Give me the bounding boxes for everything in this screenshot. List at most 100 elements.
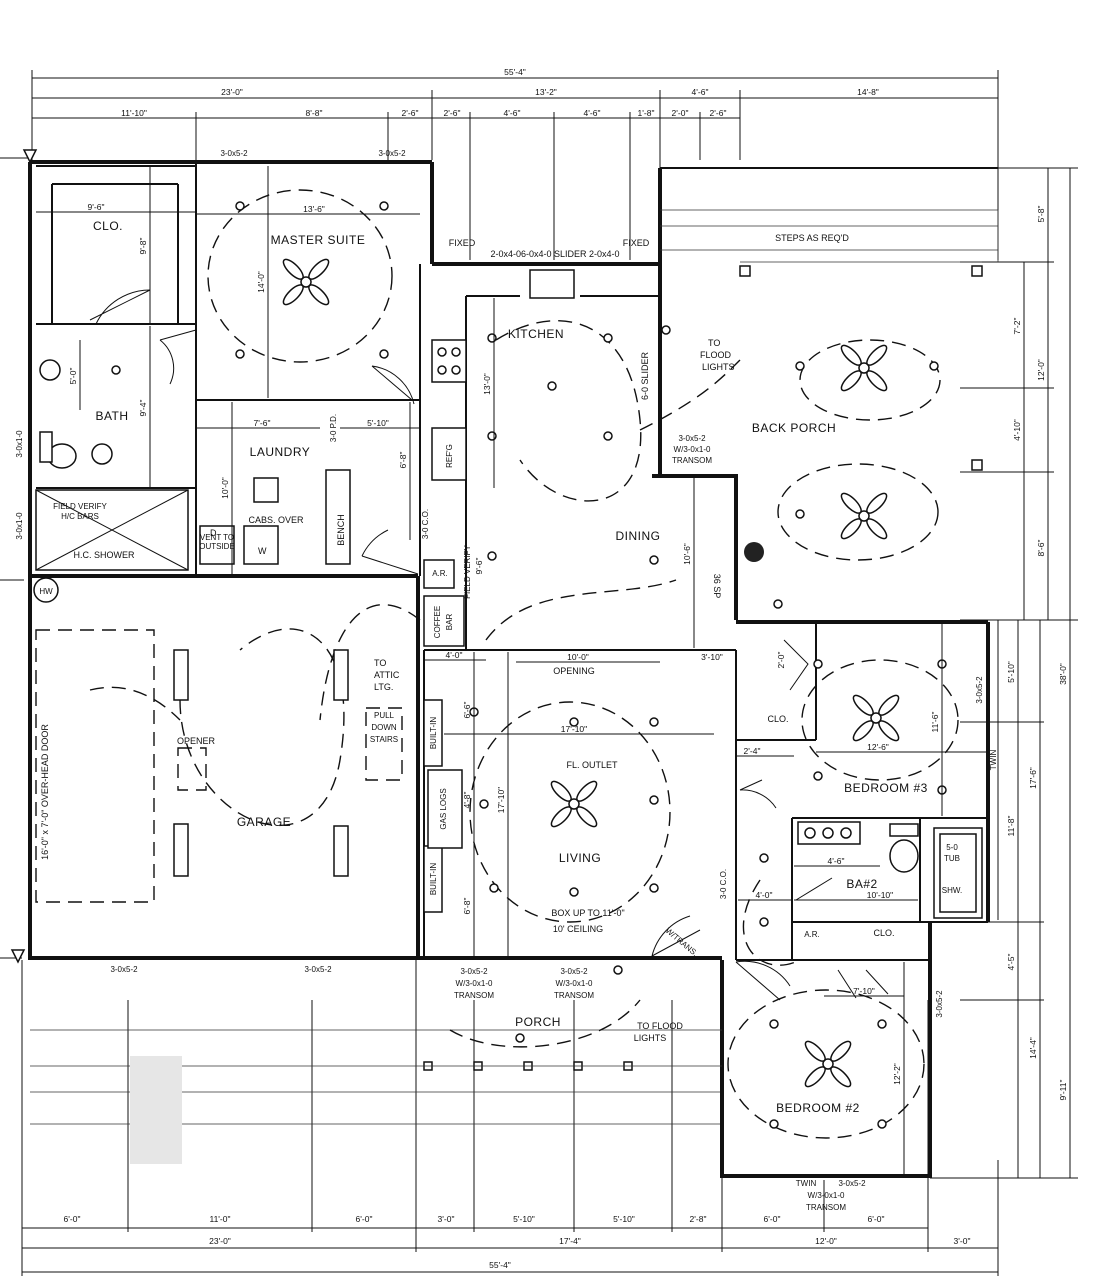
label-win-garage-2: 3-0x5-2: [304, 965, 332, 974]
garage-light-fixtures: [173, 649, 349, 877]
right-dimensions: 5'-8" 7'-2" 12'-0" 4'-10" 8'-6" 38'-0" 5…: [660, 167, 1078, 1179]
dim-bath2-w: 4'-6": [828, 856, 845, 866]
inner-dimensions: 13'-6" 14'-0" 9'-6" 9'-8" 9'-4" 5'-0" 7'…: [36, 166, 988, 1174]
room-closet-bed2: CLO.: [873, 928, 894, 938]
sink-icon: [39, 359, 61, 381]
room-closet: CLO.: [93, 219, 123, 233]
dim-top-11-10: 11'-10": [121, 108, 147, 118]
dim-bot-23: 23'-0": [209, 1236, 231, 1246]
label-win-bed3: 3-0x5-2: [975, 676, 984, 704]
label-washer: W: [258, 546, 267, 556]
dim-kitchen-h: 13'-0": [482, 373, 492, 395]
label-win-garage-1: 3-0x5-2: [110, 965, 138, 974]
dim-top-4-6: 4'-6": [692, 87, 709, 97]
room-labels: MASTER SUITE CLO. BATH LAUNDRY KITCHEN D…: [73, 219, 927, 1115]
dim-right-9-11: 9'-11": [1058, 1079, 1068, 1100]
top-dimensions: 55'-4" 23'-0" 13'-2" 4'-6" 14'-8" 11'-10…: [31, 67, 999, 300]
dim-laundry-h: 10'-0": [220, 477, 230, 499]
room-closet-bed3: CLO.: [767, 714, 788, 724]
label-opener: OPENER: [177, 736, 216, 746]
dim-right-11-8: 11'-8": [1006, 815, 1016, 836]
fan-icon: [852, 694, 900, 742]
label-field-verify-v: FIELD VERIFY: [463, 544, 472, 598]
dim-bot-12-0: 12'-0": [815, 1236, 837, 1246]
label-to-flood-1: TO: [708, 338, 720, 348]
washer-icon: [243, 525, 279, 565]
label-box-up: BOX UP TO 11'-0": [551, 908, 624, 918]
label-to-flood-bottom-2: LIGHTS: [634, 1033, 667, 1043]
dim-top-2-6c: 2'-6": [710, 108, 727, 118]
room-bath-2: BA#2: [846, 877, 877, 891]
fan-icon: [550, 780, 598, 828]
porch-posts: [739, 265, 983, 471]
sink-icon: [91, 443, 113, 465]
dim-top-1-8: 1'-8": [638, 108, 655, 118]
dim-hall-h: 6'-8": [398, 452, 408, 469]
label-vent-1: VENT TO: [200, 533, 234, 542]
dim-bot-6-0c: 6'-0": [764, 1214, 781, 1224]
dim-bed3-h: 11'-6": [930, 711, 940, 732]
dim-master-w: 13'-6": [303, 204, 325, 214]
dim-right-4-10: 4'-10": [1012, 419, 1022, 441]
dim-bath-h: 9'-4": [138, 400, 148, 417]
dim-living-6-6: 6'-6": [462, 702, 472, 719]
label-porch-win-2a: 3-0x5-2: [560, 967, 588, 976]
label-w-trans: W/TRANS.: [664, 926, 700, 958]
dim-bot-5-10b: 5'-10": [613, 1214, 635, 1224]
room-bedroom-3: BEDROOM #3: [844, 781, 928, 795]
label-kitchen-window: 2-0x4-06-0x4-0 SLIDER 2-0x4-0: [490, 249, 619, 259]
dim-top-8-8: 8'-8": [306, 108, 323, 118]
dim-bed3-w: 12'-6": [867, 742, 889, 752]
dim-clo-b3: 2'-0": [776, 652, 786, 669]
label-bench: BENCH: [336, 514, 346, 546]
dim-top-4-6c: 4'-6": [584, 108, 601, 118]
label-back-transom-3: TRANSOM: [672, 456, 712, 465]
label-vent-2: OUTSIDE: [199, 542, 235, 551]
dim-right-5-8: 5'-8": [1036, 206, 1046, 223]
dim-opening-3: 3'-10": [701, 652, 723, 662]
toilet-icon: [889, 839, 919, 873]
dim-top-2-6b: 2'-6": [444, 108, 461, 118]
dim-top-4-6b: 4'-6": [504, 108, 521, 118]
ac-return-icon: [423, 559, 455, 589]
dim-right-8-6: 8'-6": [1036, 540, 1046, 557]
room-garage: GARAGE: [237, 815, 291, 829]
label-pull-2: DOWN: [371, 723, 397, 732]
label-co-laundry: 3-0 C.O.: [421, 509, 430, 539]
annotations: STEPS AS REQ'D FIXED 2-0x4-06-0x4-0 SLID…: [15, 149, 998, 1212]
label-to-flood-3: LIGHTS: [702, 362, 735, 372]
label-fixed-right: FIXED: [623, 238, 650, 248]
room-bedroom-2: BEDROOM #2: [776, 1101, 860, 1115]
room-dining: DINING: [616, 529, 661, 543]
dim-living-h: 17'-10": [496, 787, 506, 813]
label-to-attic-2: ATTIC: [374, 670, 400, 680]
ceiling-fans: [282, 258, 900, 1088]
dim-bath2-h: 10'-10": [867, 890, 893, 900]
dim-right-4-5: 4'-5": [1006, 954, 1016, 971]
dim-bed2-w: 7'-10": [853, 986, 875, 996]
smudge: [130, 1056, 182, 1164]
dim-top-2-0: 2'-0": [672, 108, 689, 118]
dim-laundry-w2: 5'-10": [367, 418, 389, 428]
dim-bot-3-0b: 3'-0": [954, 1236, 971, 1246]
dim-bot-2-8: 2'-8": [690, 1214, 707, 1224]
label-steps: STEPS AS REQ'D: [775, 233, 849, 243]
dim-bot-6-0b: 6'-0": [356, 1214, 373, 1224]
fan-icon: [840, 344, 888, 392]
dim-top-14-8: 14'-8": [857, 87, 879, 97]
dim-living-w: 17'-10": [561, 724, 587, 734]
label-opening: OPENING: [553, 666, 595, 676]
room-laundry: LAUNDRY: [250, 445, 311, 459]
label-dryer: D: [210, 528, 217, 538]
dim-fv-h: 9'-6": [474, 558, 484, 575]
label-cabs-over: CABS. OVER: [248, 515, 304, 525]
label-to-attic-3: LTG.: [374, 682, 393, 692]
dim-right-12-0: 12'-0": [1036, 359, 1046, 381]
dryer-icon: [199, 525, 235, 565]
dim-right-38-0: 38'-0": [1058, 663, 1068, 685]
dim-overall-top: 55'-4": [504, 67, 526, 77]
ink-blot: [744, 542, 764, 562]
label-win-master-2: 3-0x5-2: [378, 149, 406, 158]
room-hc-shower: H.C. SHOWER: [73, 550, 135, 560]
